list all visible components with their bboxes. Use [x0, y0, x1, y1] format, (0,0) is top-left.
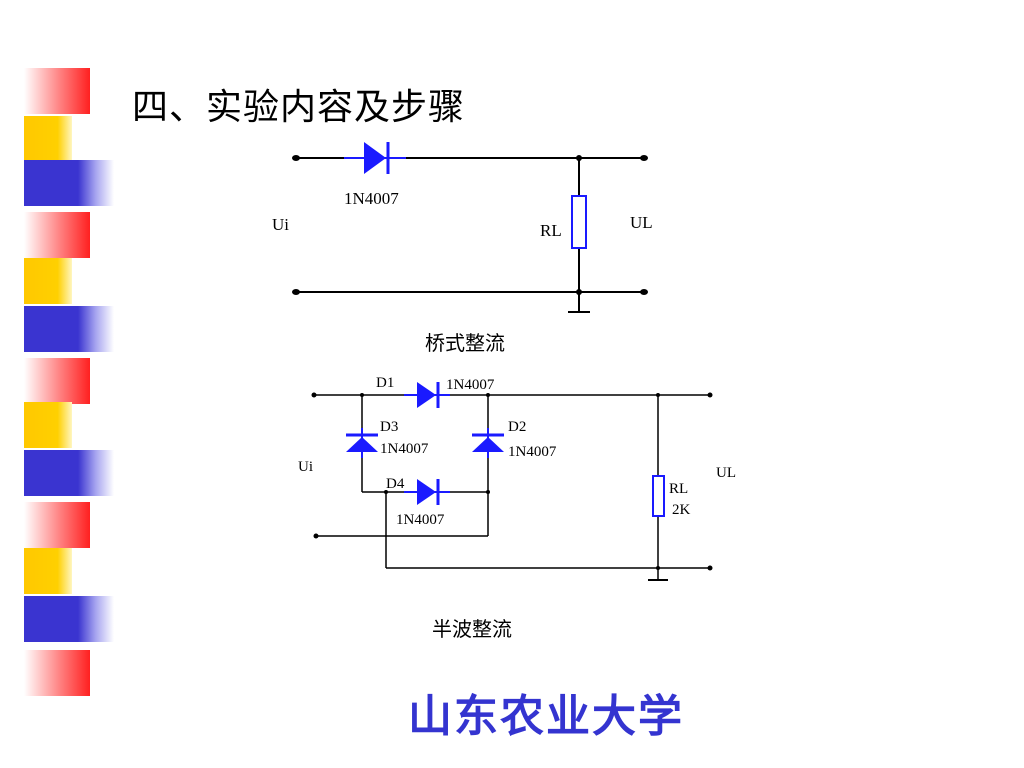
- c2-diode-d2: [472, 428, 504, 458]
- c2-d3-model: 1N4007: [380, 441, 429, 457]
- c1-output-label: UL: [630, 213, 653, 232]
- slide-title: 四、实验内容及步骤: [132, 87, 466, 128]
- c1-resistor: [571, 195, 587, 249]
- c1-terminal-out-top: [640, 155, 648, 161]
- c1-diode: [344, 142, 406, 174]
- footer-university-name: 山东农业大学: [408, 691, 684, 742]
- c2-d3-label: D3: [380, 419, 398, 435]
- c2-diode-d3: [346, 428, 378, 458]
- c1-diode-label: 1N4007: [344, 189, 399, 208]
- c2-resistor: [652, 475, 665, 517]
- c2-input-label: Ui: [298, 459, 313, 475]
- c2-diode-d4: [404, 479, 450, 505]
- c2-d1-model: 1N4007: [446, 377, 495, 393]
- c2-d4-model: 1N4007: [396, 512, 445, 528]
- c2-d2-label: D2: [508, 419, 526, 435]
- c1-terminal-in-bottom: [292, 289, 300, 295]
- circuit-1: [296, 157, 644, 313]
- c2-d1-label: D1: [376, 375, 394, 391]
- c2-d2-model: 1N4007: [508, 444, 557, 460]
- c2-diode-d1: [404, 382, 450, 408]
- caption-circuit-2: 半波整流: [432, 617, 512, 641]
- decorative-side-strip: [24, 68, 114, 696]
- c1-input-label: Ui: [272, 215, 289, 234]
- c1-junction-top: [576, 155, 582, 161]
- c1-junction-bottom: [576, 289, 582, 295]
- c1-resistor-label: RL: [540, 221, 562, 240]
- c2-resistor-label: RL: [669, 481, 688, 497]
- c2-terminals: [311, 392, 713, 571]
- c2-d4-label: D4: [386, 476, 405, 492]
- c2-resistor-value: 2K: [672, 502, 691, 518]
- c1-terminals: [292, 155, 648, 295]
- c1-terminal-in-top: [292, 155, 300, 161]
- c2-output-label: UL: [716, 465, 736, 481]
- caption-circuit-1: 桥式整流: [425, 331, 505, 355]
- c1-terminal-out-bottom: [640, 289, 648, 295]
